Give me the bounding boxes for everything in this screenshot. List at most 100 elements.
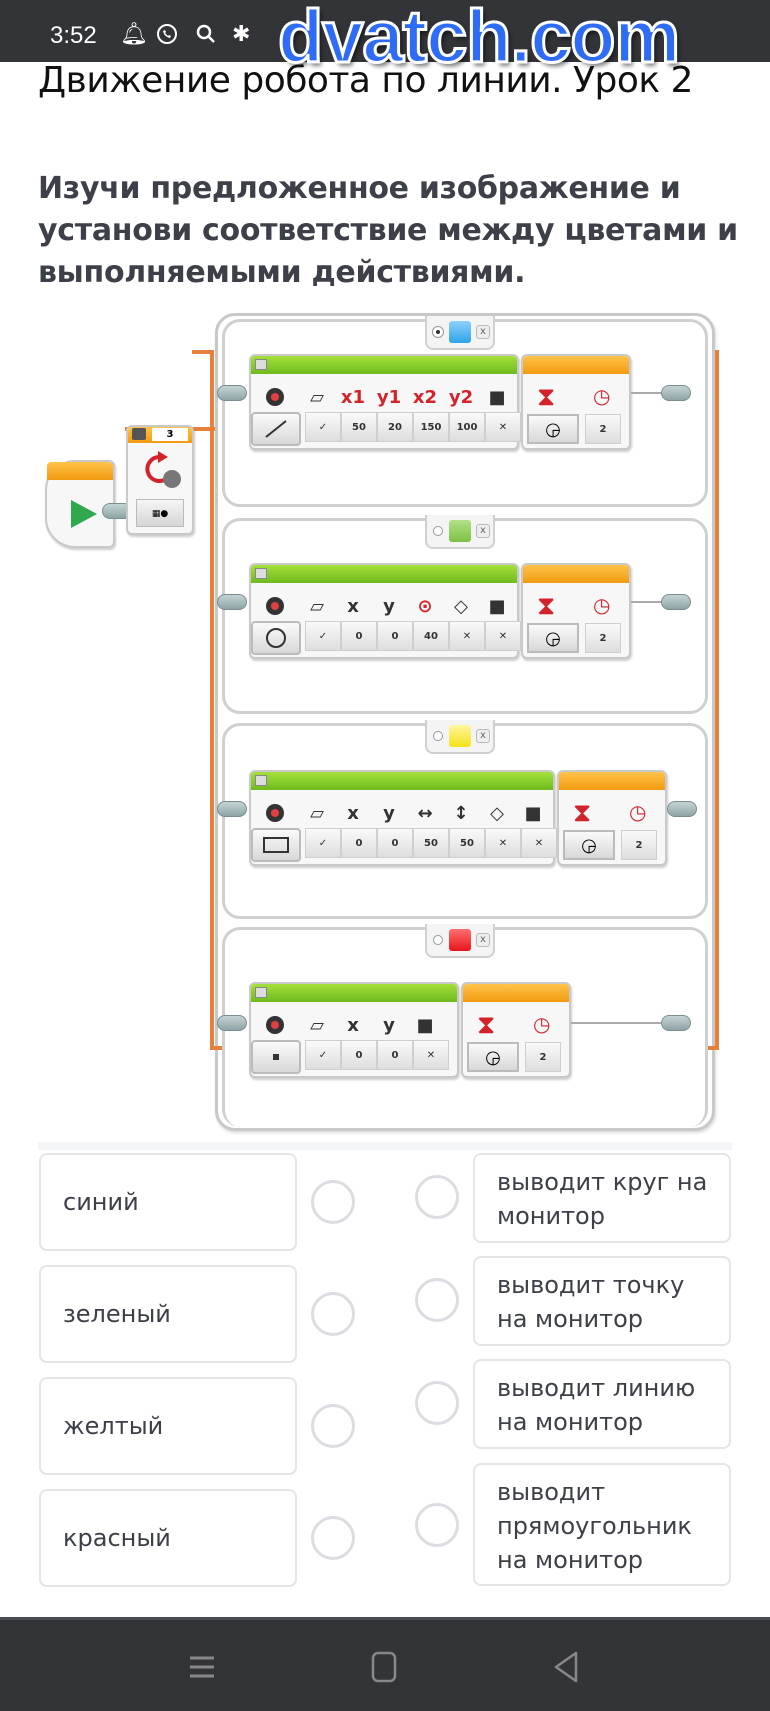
match-right-radio[interactable] [415, 1503, 459, 1547]
wait-seconds[interactable]: 2 [525, 1042, 561, 1072]
value-x1[interactable]: 50 [341, 412, 377, 442]
value-color[interactable]: ✕ [485, 621, 521, 651]
match-left-item[interactable]: зеленый [39, 1265, 297, 1363]
mode-rectangle-button[interactable] [251, 828, 301, 862]
wait-mode-button[interactable]: ◶ [563, 830, 615, 860]
hourglass-icon: ⧗ [477, 1010, 496, 1040]
wait-seconds[interactable]: 2 [621, 830, 657, 860]
match-right-label: выводит линию на монитор [497, 1374, 696, 1436]
case-tab[interactable]: x [425, 515, 495, 549]
match-left-radio[interactable] [311, 1516, 355, 1560]
value-fill[interactable]: ✕ [485, 828, 521, 858]
match-right-radio[interactable] [415, 1381, 459, 1425]
case-green: x ▱ x y ⊙ ◇ ■ ✓ 0 0 40 ✕ ✕ [217, 515, 708, 714]
default-case-dot [433, 935, 443, 945]
match-left-radio[interactable] [311, 1180, 355, 1224]
connector [217, 801, 247, 817]
page-title: Движение робота по линии. Урок 2 [38, 60, 693, 101]
case-yellow: x ▱ x y ↔ ↕ ◇ ■ ✓ 0 0 50 50 ✕ [217, 720, 708, 919]
mode-point-button[interactable] [251, 1040, 301, 1074]
case-tab[interactable]: x [425, 924, 495, 958]
param-label: x [347, 1014, 359, 1036]
color-icon: ■ [488, 386, 506, 408]
value-color[interactable]: ✕ [521, 828, 557, 858]
status-time: 3:52 [50, 22, 97, 49]
match-left-radio[interactable] [311, 1404, 355, 1448]
case-red: x ▱ x y ■ ✓ 0 0 ✕ ⧗ ◷ ◶ 2 [217, 924, 708, 1127]
default-case-dot [433, 526, 443, 536]
eraser-icon: ▱ [310, 1014, 324, 1036]
display-port-icon [251, 796, 299, 830]
wait-seconds[interactable]: 2 [585, 414, 621, 444]
match-left-item[interactable]: синий [39, 1153, 297, 1251]
loop-block: 3 ▦● [126, 425, 194, 535]
remove-case-icon[interactable]: x [476, 729, 490, 743]
value-x[interactable]: 0 [341, 621, 377, 651]
param-label: x [347, 802, 359, 824]
connector [661, 1015, 691, 1031]
match-right-item[interactable]: выводит линию на монитор [473, 1359, 731, 1449]
status-bar: 3:52 🔔︎ ✱ [0, 0, 770, 62]
mode-line-button[interactable] [251, 412, 301, 446]
match-right-item[interactable]: выводит точку на монитор [473, 1256, 731, 1346]
wait-mode-button[interactable]: ◶ [527, 414, 579, 444]
loop-wire-bottom-right [702, 1046, 719, 1050]
value-x2[interactable]: 150 [413, 412, 449, 442]
loop-wire-right [715, 350, 719, 1050]
case-tab[interactable]: x [425, 316, 495, 350]
mode-circle-button[interactable] [251, 621, 301, 655]
remove-case-icon[interactable]: x [476, 325, 490, 339]
value-radius[interactable]: 40 [413, 621, 449, 651]
value-x[interactable]: 0 [341, 828, 377, 858]
color-sensor-switch-icon [145, 451, 181, 488]
color-swatch-yellow [449, 725, 471, 747]
remove-case-icon[interactable]: x [476, 524, 490, 538]
value-height[interactable]: 50 [449, 828, 485, 858]
wait-block: ⧗ ◷ ◶ 2 [557, 770, 667, 866]
wait-seconds[interactable]: 2 [585, 623, 621, 653]
param-label: y1 [376, 386, 402, 408]
wait-mode-button[interactable]: ◶ [527, 623, 579, 653]
match-left-item[interactable]: красный [39, 1489, 297, 1587]
connector [217, 594, 247, 610]
width-icon: ↔ [417, 802, 433, 824]
match-left-radio[interactable] [311, 1292, 355, 1336]
value-clear[interactable]: ✓ [305, 412, 341, 442]
param-label: y2 [448, 386, 474, 408]
value-y[interactable]: 0 [377, 828, 413, 858]
value-y[interactable]: 0 [377, 621, 413, 651]
value-clear[interactable]: ✓ [305, 828, 341, 858]
value-color[interactable]: ✕ [413, 1040, 449, 1070]
value-width[interactable]: 50 [413, 828, 449, 858]
value-x[interactable]: 0 [341, 1040, 377, 1070]
answers-divider [38, 1142, 732, 1150]
match-right-item[interactable]: выводит круг на монитор [473, 1153, 731, 1243]
value-y[interactable]: 0 [377, 1040, 413, 1070]
case-tab[interactable]: x [425, 720, 495, 754]
back-icon[interactable] [548, 1650, 588, 1684]
match-right-radio[interactable] [415, 1278, 459, 1322]
display-block-rectangle: ▱ x y ↔ ↕ ◇ ■ ✓ 0 0 50 50 ✕ ✕ [249, 770, 557, 866]
ev3-program-diagram: 3 ▦● x ▱ x1 y1 x2 y2 ■ [40, 305, 740, 1135]
home-icon[interactable] [364, 1650, 404, 1684]
wait-block: ⧗ ◷ ◶ 2 [521, 563, 631, 659]
match-left-label: красный [63, 1524, 171, 1552]
match-right-item[interactable]: выводит прямоугольник на монитор [473, 1463, 731, 1586]
param-label: x2 [412, 386, 438, 408]
value-y1[interactable]: 20 [377, 412, 413, 442]
bell-icon: 🔔︎ [120, 22, 148, 47]
recents-icon[interactable] [182, 1650, 222, 1684]
remove-case-icon[interactable]: x [476, 933, 490, 947]
wait-mode-button[interactable]: ◶ [467, 1042, 519, 1072]
value-clear[interactable]: ✓ [305, 1040, 341, 1070]
connector [661, 594, 691, 610]
value-fill[interactable]: ✕ [449, 621, 485, 651]
search-icon [194, 22, 218, 52]
match-right-label: выводит точку на монитор [497, 1271, 685, 1333]
match-right-radio[interactable] [415, 1175, 459, 1219]
fill-icon: ◇ [490, 802, 504, 824]
match-left-item[interactable]: желтый [39, 1377, 297, 1475]
value-clear[interactable]: ✓ [305, 621, 341, 651]
value-color[interactable]: ✕ [485, 412, 521, 442]
value-y2[interactable]: 100 [449, 412, 485, 442]
